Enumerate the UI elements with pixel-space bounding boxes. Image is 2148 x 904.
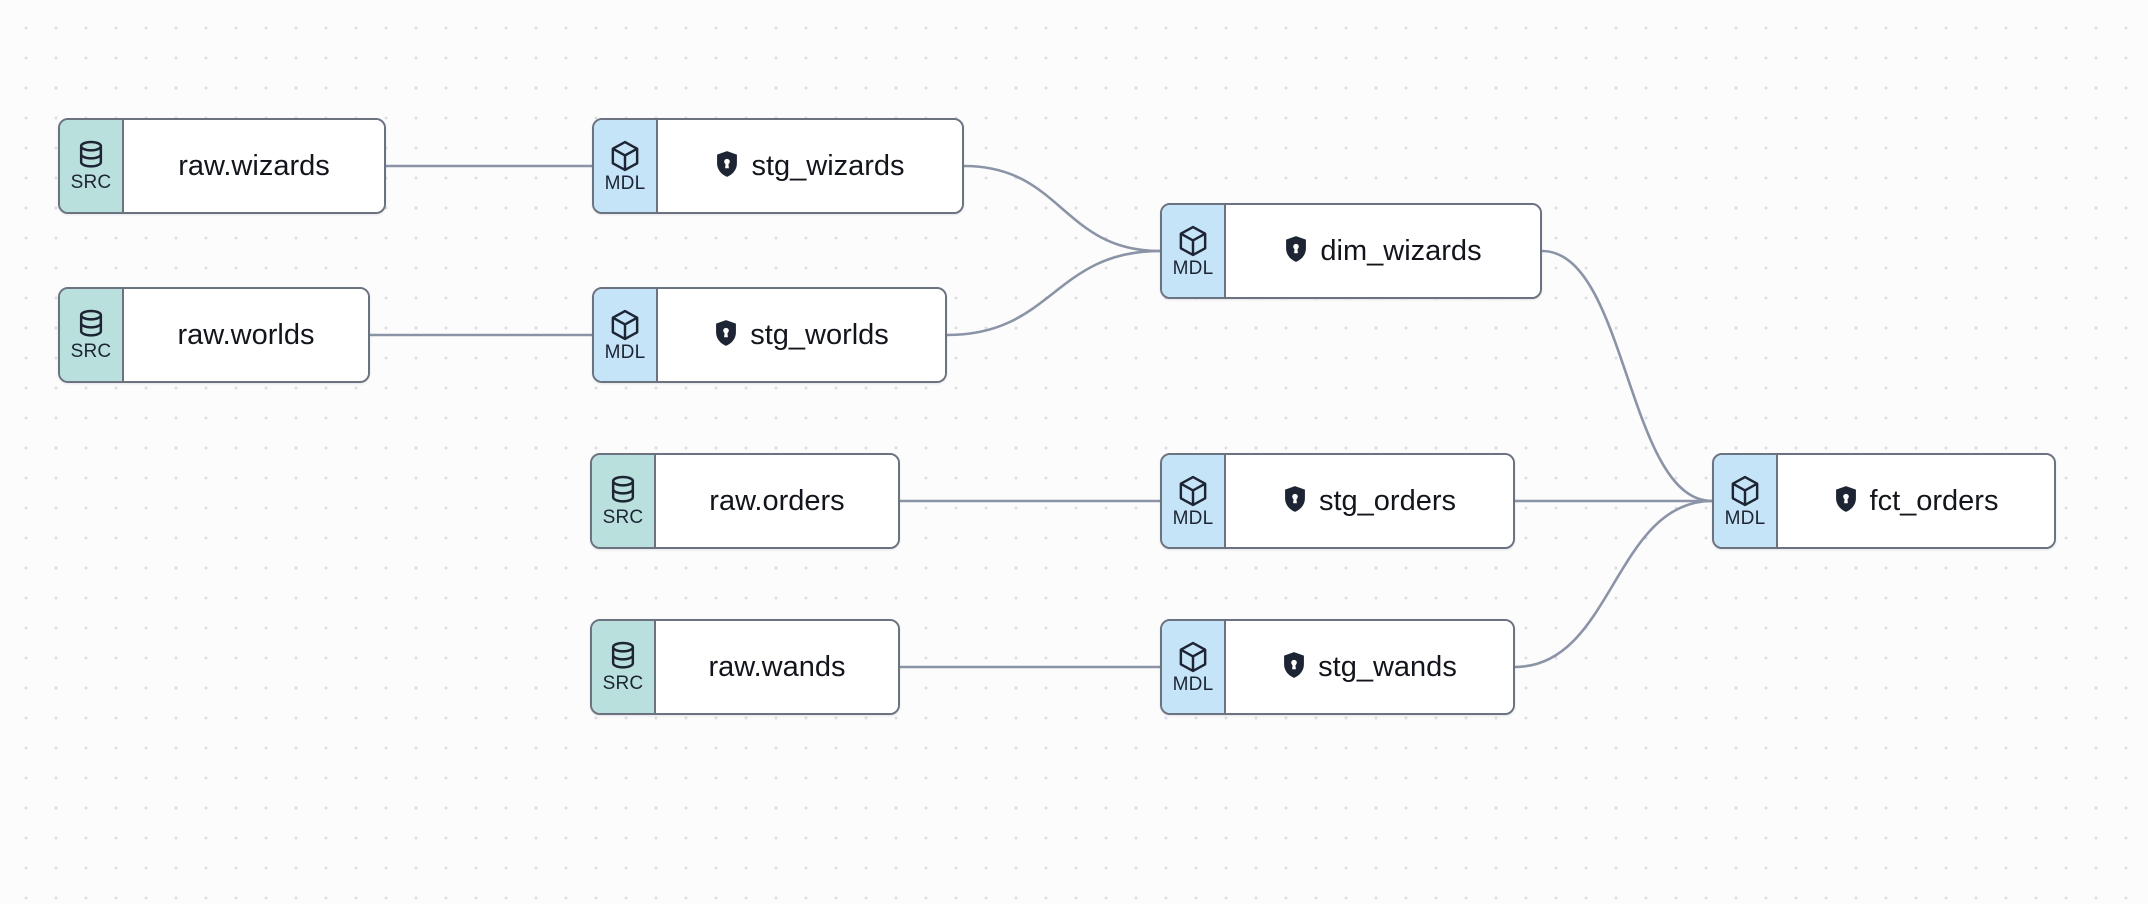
node-label: raw.orders [709, 484, 845, 517]
node-label: stg_worlds [750, 318, 889, 351]
node-dim-wizards[interactable]: MDL dim_wizards [1160, 203, 1542, 299]
node-stg-orders[interactable]: MDL stg_orders [1160, 453, 1515, 549]
node-raw-worlds[interactable]: SRC raw.worlds [58, 287, 370, 383]
node-stg-wands[interactable]: MDL stg_wands [1160, 619, 1515, 715]
edge-stg-wizards-to-dim-wizards [962, 164, 1162, 253]
cube-icon [609, 139, 641, 173]
database-icon [608, 475, 638, 507]
node-badge-mdl: MDL [594, 120, 658, 212]
database-icon [608, 641, 638, 673]
node-label: raw.wands [708, 650, 846, 683]
node-body: stg_worlds [658, 289, 945, 381]
node-badge-mdl: MDL [1162, 621, 1226, 713]
shield-lock-icon [714, 319, 738, 352]
node-badge-label: SRC [70, 340, 112, 362]
shield-lock-icon [1284, 235, 1308, 268]
node-badge-label: MDL [604, 172, 646, 194]
cube-icon [1177, 640, 1209, 674]
node-badge-src: SRC [592, 455, 656, 547]
node-label: stg_wizards [751, 149, 905, 182]
node-label: fct_orders [1869, 484, 1999, 517]
database-icon [76, 309, 106, 341]
node-badge-label: MDL [604, 341, 646, 363]
node-body: stg_wizards [658, 120, 962, 212]
node-body: stg_orders [1226, 455, 1513, 547]
node-badge-src: SRC [60, 120, 124, 212]
node-badge-mdl: MDL [1714, 455, 1778, 547]
node-badge-label: SRC [602, 672, 644, 694]
edge-stg-worlds-to-dim-wizards [945, 249, 1162, 337]
node-body: raw.worlds [124, 289, 368, 381]
node-label: dim_wizards [1320, 234, 1482, 267]
node-label: raw.wizards [178, 149, 330, 182]
shield-lock-icon [715, 150, 739, 183]
node-badge-label: SRC [70, 171, 112, 193]
node-stg-wizards[interactable]: MDL stg_wizards [592, 118, 964, 214]
node-badge-label: MDL [1172, 507, 1214, 529]
cube-icon [1177, 474, 1209, 508]
node-body: raw.wizards [124, 120, 384, 212]
node-raw-orders[interactable]: SRC raw.orders [590, 453, 900, 549]
node-label: stg_wands [1318, 650, 1457, 683]
node-body: raw.wands [656, 621, 898, 713]
edge-stg-wands-to-fct-orders [1513, 499, 1714, 669]
node-badge-mdl: MDL [594, 289, 658, 381]
node-body: dim_wizards [1226, 205, 1540, 297]
shield-lock-icon [1283, 485, 1307, 518]
node-badge-src: SRC [592, 621, 656, 713]
node-label: raw.worlds [177, 318, 315, 351]
shield-lock-icon [1282, 651, 1306, 684]
node-label: stg_orders [1318, 484, 1456, 517]
node-badge-label: MDL [1172, 673, 1214, 695]
node-badge-label: MDL [1724, 507, 1766, 529]
node-badge-mdl: MDL [1162, 455, 1226, 547]
node-badge-label: SRC [602, 506, 644, 528]
database-icon [76, 140, 106, 172]
node-fct-orders[interactable]: MDL fct_orders [1712, 453, 2056, 549]
shield-lock-icon [1834, 485, 1858, 518]
node-badge-src: SRC [60, 289, 124, 381]
cube-icon [1177, 224, 1209, 258]
node-body: fct_orders [1778, 455, 2054, 547]
cube-icon [1729, 474, 1761, 508]
cube-icon [609, 308, 641, 342]
node-raw-wizards[interactable]: SRC raw.wizards [58, 118, 386, 214]
node-body: stg_wands [1226, 621, 1513, 713]
node-badge-mdl: MDL [1162, 205, 1226, 297]
node-body: raw.orders [656, 455, 898, 547]
node-stg-worlds[interactable]: MDL stg_worlds [592, 287, 947, 383]
node-badge-label: MDL [1172, 257, 1214, 279]
edge-dim-wizards-to-fct-orders [1540, 249, 1714, 503]
node-raw-wands[interactable]: SRC raw.wands [590, 619, 900, 715]
